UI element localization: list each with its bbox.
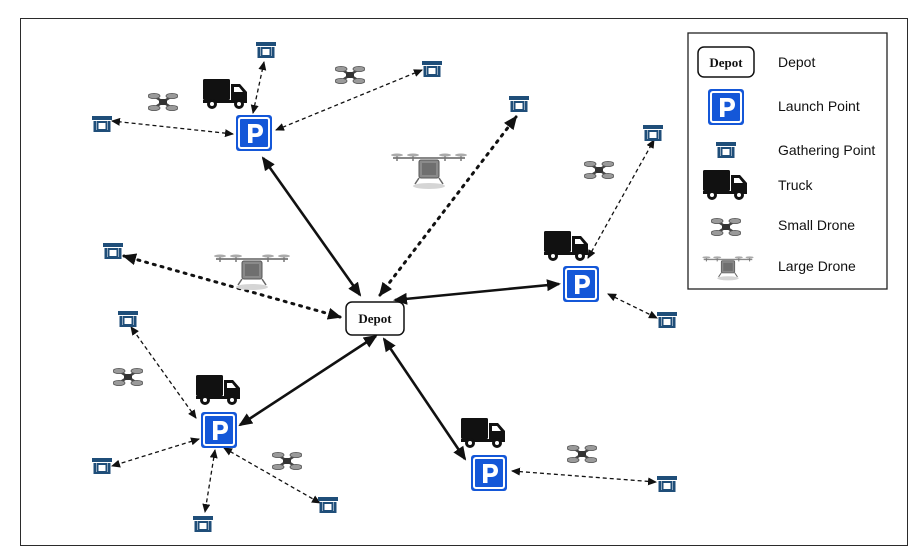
legend-item-launch-point: Launch Point	[708, 89, 860, 125]
truck-route-bottom-left	[238, 334, 378, 427]
legend-label-depot: Depot	[778, 54, 815, 70]
gathering-point-icon	[318, 497, 338, 513]
truck-icon	[196, 375, 240, 405]
truck-route-bottom-right	[382, 337, 467, 461]
gathering-point-icon	[422, 61, 442, 77]
launch-point-right	[563, 266, 599, 302]
gathering-point-icon	[509, 96, 529, 112]
depot-label: Depot	[358, 311, 392, 326]
truck-route-top-left	[261, 156, 362, 297]
diagram-frame	[20, 18, 908, 546]
small-drone-icon	[335, 65, 365, 85]
gathering-point-icon	[657, 476, 677, 492]
gathering-point-icon	[118, 311, 138, 327]
launch-point-bottom-left	[201, 412, 237, 448]
legend: Depot Depot Launch Point Gathering Point…	[687, 32, 888, 290]
depot-node: Depot	[345, 301, 405, 336]
small-drone-icon	[567, 444, 597, 464]
legend-item-small-drone: Small Drone	[711, 217, 855, 237]
launch-point-top-left	[236, 115, 272, 151]
truck-icon	[203, 79, 247, 109]
small-drone-route	[223, 447, 321, 504]
gathering-point-icon	[92, 458, 112, 474]
small-drone-icon	[272, 451, 302, 471]
truck-icon	[461, 418, 505, 448]
legend-label-launch-point: Launch Point	[778, 98, 860, 114]
large-drone-icon	[390, 152, 468, 190]
small-drone-route	[607, 293, 658, 319]
gathering-point-icon	[256, 42, 276, 58]
edges	[111, 61, 658, 513]
legend-label-truck: Truck	[778, 177, 813, 193]
small-drone-icon	[113, 367, 143, 387]
legend-item-depot: Depot Depot	[697, 46, 815, 78]
small-drone-route	[587, 139, 655, 259]
small-drone-route	[111, 117, 234, 138]
depot-icon	[697, 46, 755, 78]
large-drone-route-top	[378, 115, 518, 297]
gathering-point-icon	[193, 516, 213, 532]
legend-item-truck: Truck	[703, 170, 813, 200]
small-drone-route	[111, 437, 200, 468]
small-drone-route	[130, 326, 197, 419]
legend-item-gathering-point: Gathering Point	[716, 142, 875, 158]
large-drone-route-left	[122, 253, 342, 320]
gathering-point-icon	[657, 312, 677, 328]
depot-icon-label: Depot	[709, 55, 743, 70]
small-drone-route	[250, 61, 267, 114]
small-drone-route	[275, 69, 423, 131]
truck-route-right	[393, 279, 561, 305]
launch-point-bottom-right	[471, 455, 507, 491]
legend-label-large-drone: Large Drone	[778, 258, 856, 274]
legend-label-small-drone: Small Drone	[778, 217, 855, 233]
parking-icon	[708, 89, 744, 125]
legend-item-large-drone: Large Drone	[701, 255, 856, 281]
small-drone-icon	[148, 92, 178, 112]
gathering-point-icon	[92, 116, 112, 132]
truck-icon	[544, 231, 588, 261]
legend-label-gathering-point: Gathering Point	[778, 142, 875, 158]
small-drone-route	[202, 449, 218, 513]
small-drone-route	[511, 467, 657, 486]
gathering-point-icon	[643, 125, 663, 141]
gathering-point-icon	[103, 243, 123, 259]
small-drone-icon	[584, 160, 614, 180]
